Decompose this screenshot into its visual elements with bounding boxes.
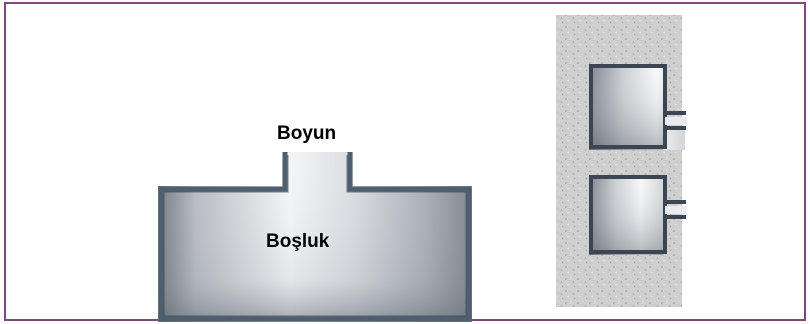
- wall-resonator-bottom: [589, 175, 687, 255]
- wall-resonator-top: [589, 64, 687, 150]
- cavity-label: Boşluk: [266, 231, 330, 252]
- large-resonator-outline: [158, 152, 472, 322]
- large-resonator: [158, 152, 472, 322]
- neck-label: Boyun: [277, 123, 337, 144]
- wall-block: [556, 15, 682, 307]
- wall-section: [556, 15, 687, 307]
